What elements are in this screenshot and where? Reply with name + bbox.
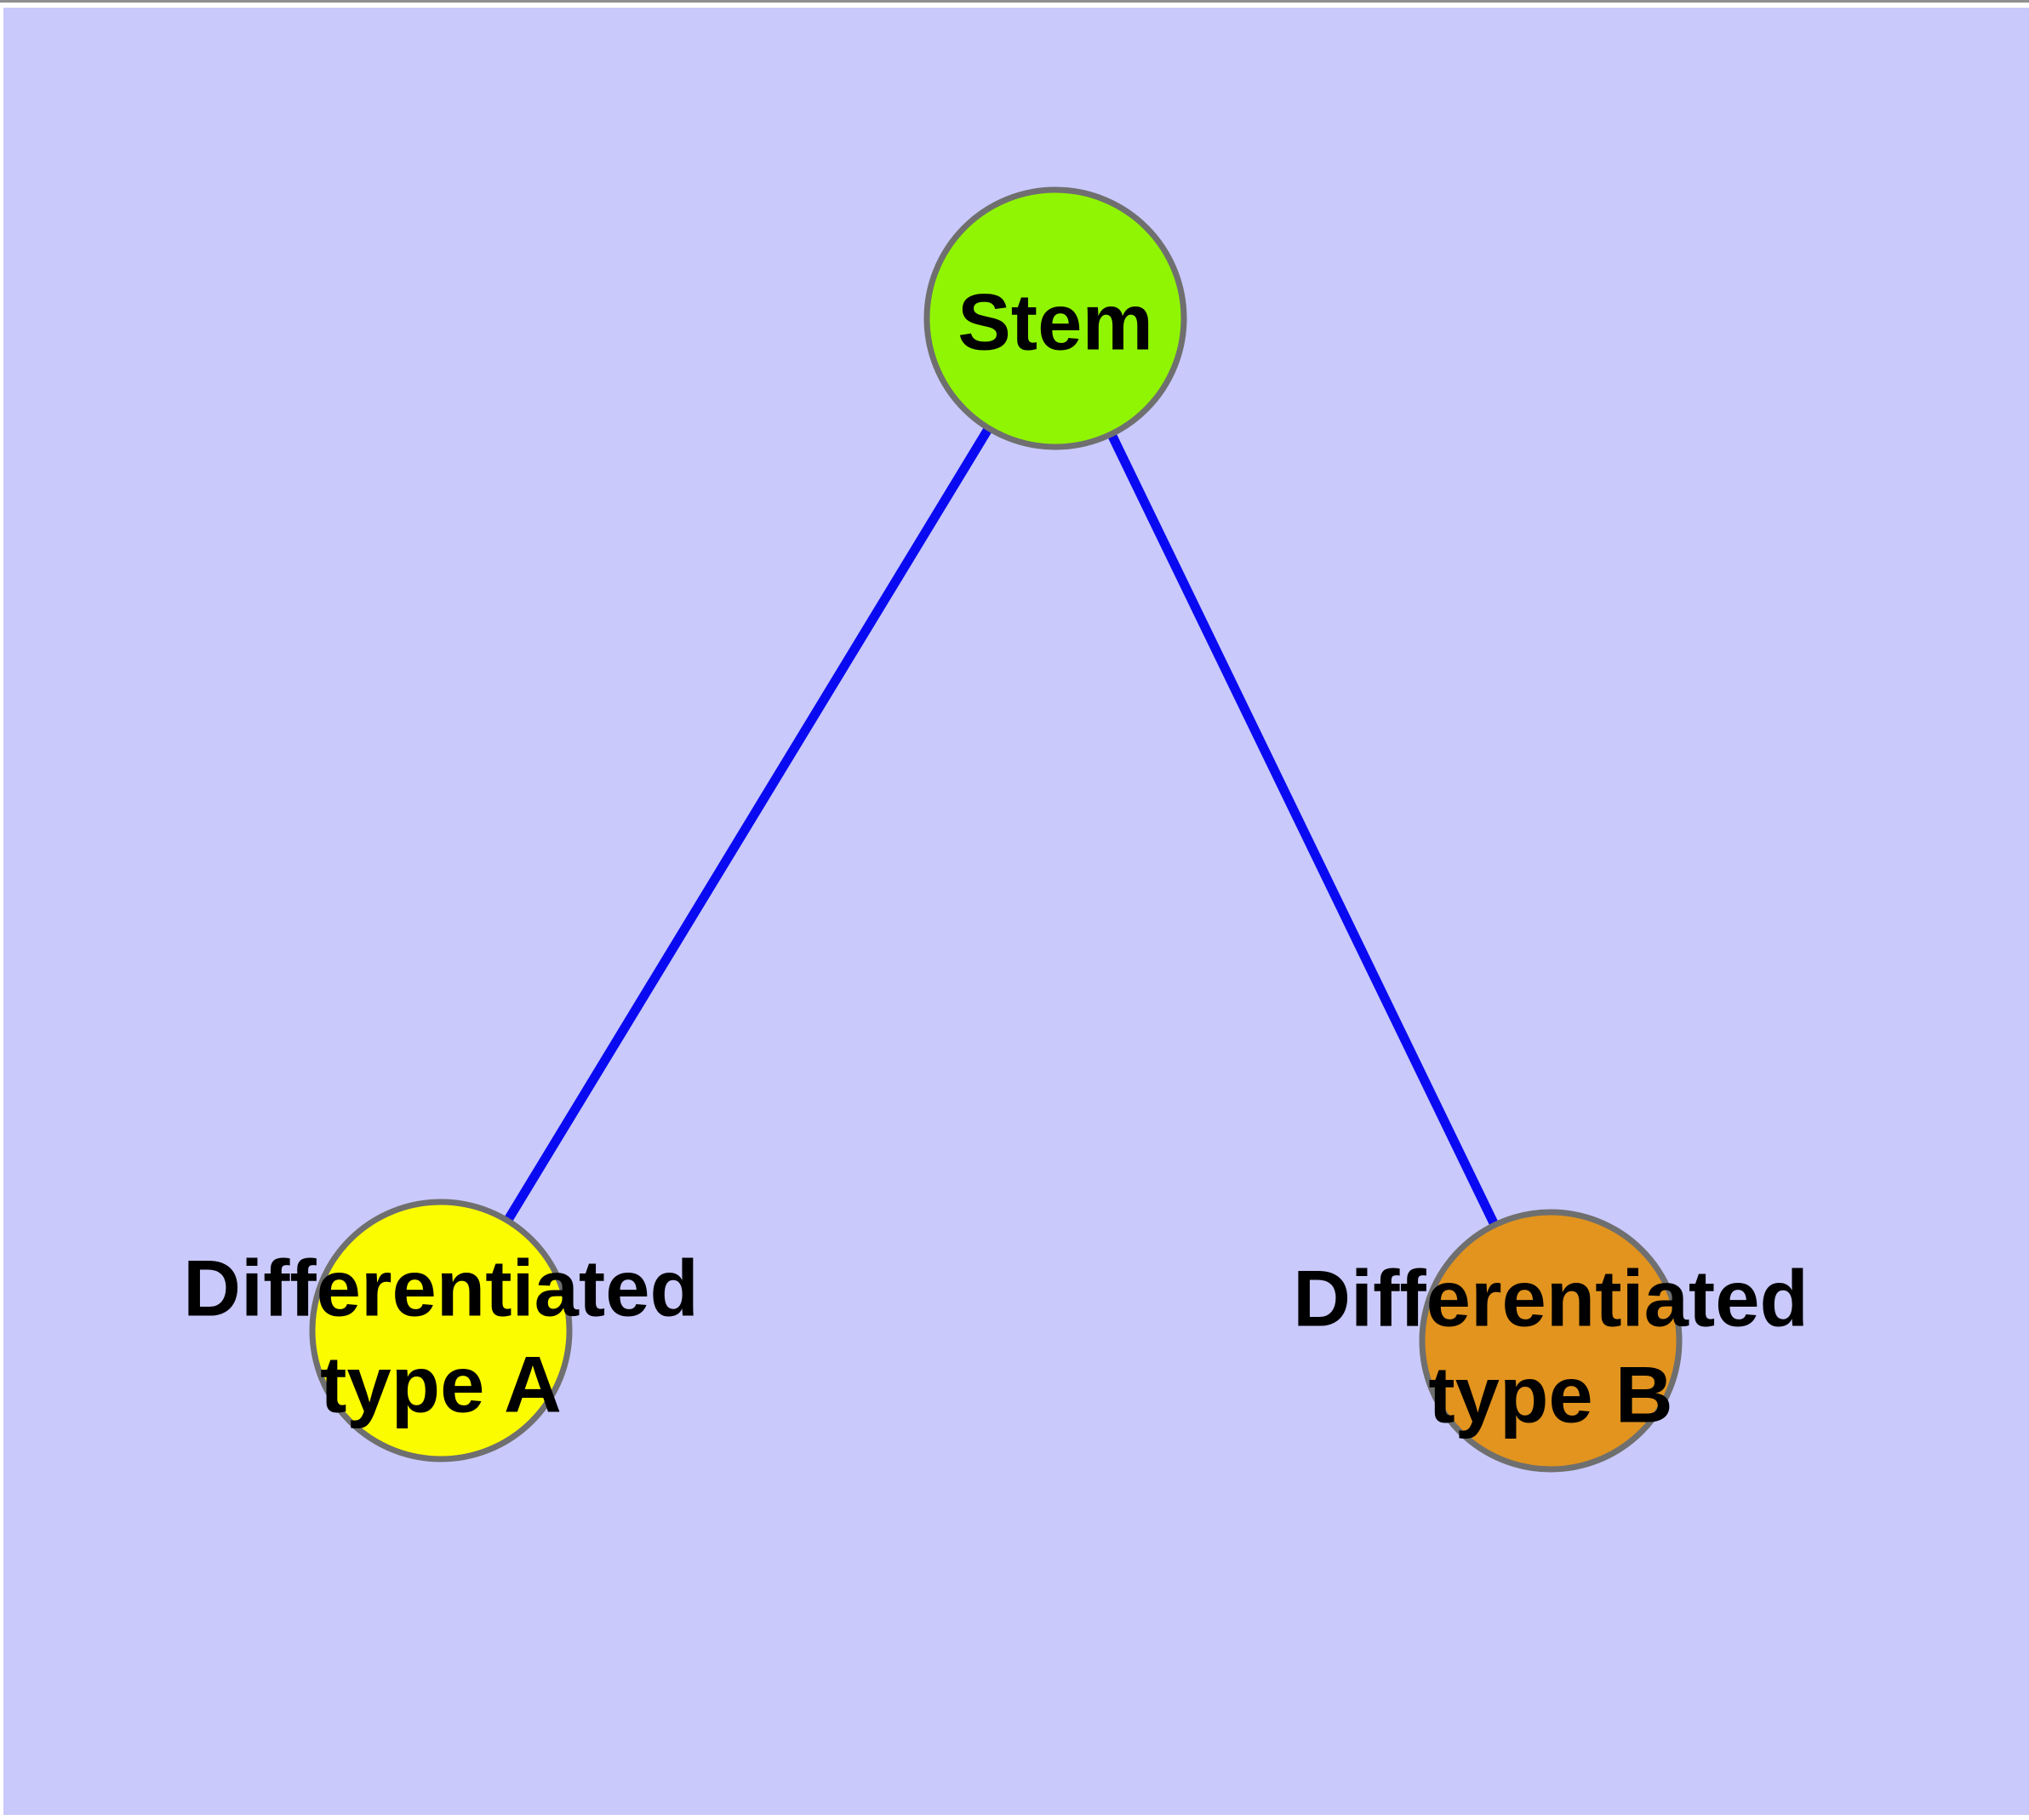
edge-stem-typeA — [437, 316, 1060, 1333]
window-top-border — [0, 0, 2029, 3]
node-stem-circle — [923, 186, 1187, 450]
edge-stem-typeB — [1051, 316, 1555, 1343]
node-typeA-circle — [309, 1199, 573, 1462]
node-typeB-circle — [1419, 1209, 1683, 1473]
node-stem-label: Stem — [957, 278, 1153, 367]
